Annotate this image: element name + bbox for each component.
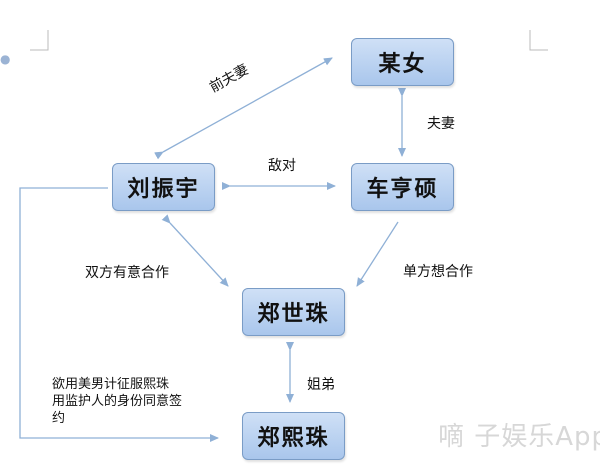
edge-liu-to-xi [19, 187, 219, 442]
node-liu-zhen-yu: 刘振宇 [112, 163, 215, 211]
note-line-1: 欲用美男计征服熙珠 [52, 377, 170, 392]
label-one-side-coop: 单方想合作 [403, 264, 473, 280]
label-siblings: 姐弟 [307, 377, 335, 393]
corner-mark-left [30, 30, 49, 51]
margin-marker: ● [0, 52, 11, 66]
edge-mutual-coop [161, 214, 229, 287]
label-rival: 敌对 [268, 158, 296, 174]
edge-ex-husband [154, 57, 333, 160]
label-mutual-coop: 双方有意合作 [85, 265, 169, 281]
node-mou-nv: 某女 [351, 38, 454, 86]
node-che-heng-shuo: 车亨硕 [351, 163, 454, 211]
node-zheng-xi-zhu: 郑熙珠 [242, 412, 345, 460]
note-line-3: 约 [52, 411, 66, 426]
edge-one-side-coop [356, 221, 399, 287]
label-husband-wife: 夫妻 [427, 116, 455, 132]
node-zheng-shi-zhu: 郑世珠 [242, 288, 345, 336]
corner-mark-right [529, 30, 548, 51]
note-line-2: 用监护人的身份同意签 [52, 394, 183, 409]
watermark: 嘀 子娱乐App [438, 422, 600, 452]
